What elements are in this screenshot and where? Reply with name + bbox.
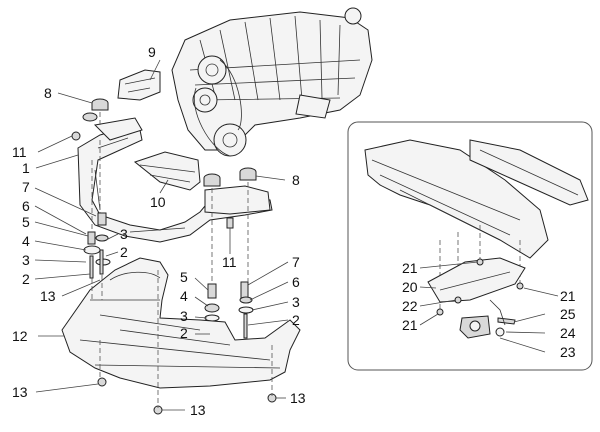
- label-6: 6: [292, 274, 300, 290]
- label-12: 12: [12, 328, 28, 344]
- label-3: 3: [120, 226, 128, 242]
- inset-label-20: 20: [402, 279, 418, 295]
- inset-label-24: 24: [560, 325, 576, 341]
- label-3: 3: [180, 308, 188, 324]
- label-13: 13: [190, 402, 206, 418]
- left-fastener-stack: [83, 212, 111, 279]
- label-3: 3: [22, 252, 30, 268]
- engine-illustration: [171, 7, 373, 157]
- part-8-mount-right: [203, 167, 257, 187]
- label-4: 4: [22, 233, 30, 249]
- part-11-small-bolts: [71, 131, 234, 229]
- label-10: 10: [150, 194, 166, 210]
- label-7: 7: [22, 179, 30, 195]
- label-8: 8: [292, 172, 300, 188]
- label-2: 2: [292, 312, 300, 328]
- inset-label-22: 22: [402, 298, 418, 314]
- part-9-bracket: [117, 69, 161, 101]
- part-8-mount-left: [82, 98, 109, 122]
- leader-lines: [34, 59, 559, 411]
- inset-label-21: 21: [402, 317, 418, 333]
- label-5: 5: [180, 269, 188, 285]
- label-11: 11: [12, 144, 27, 160]
- inset-label-23: 23: [560, 344, 576, 360]
- label-9: 9: [148, 44, 156, 60]
- label-13: 13: [40, 288, 56, 304]
- label-2: 2: [22, 271, 30, 287]
- label-6: 6: [22, 198, 30, 214]
- part-labels: 9 8 11 1 7 6 5 4 3 2 13 3 2 10 8 11 5 4 …: [12, 44, 576, 418]
- label-5: 5: [22, 214, 30, 230]
- label-2: 2: [120, 244, 128, 260]
- label-13: 13: [290, 390, 306, 406]
- label-11: 11: [222, 254, 237, 270]
- assembly-dashed-lines: [91, 112, 273, 408]
- inset-label-21: 21: [560, 288, 576, 304]
- label-3: 3: [292, 294, 300, 310]
- inset-label-21: 21: [402, 260, 418, 276]
- label-2: 2: [180, 325, 188, 341]
- part-1-crossmember: [77, 117, 273, 243]
- label-1: 1: [22, 160, 30, 176]
- label-8: 8: [44, 85, 52, 101]
- label-7: 7: [292, 254, 300, 270]
- label-13: 13: [12, 384, 28, 400]
- label-4: 4: [180, 288, 188, 304]
- part-12-undertray: [61, 257, 301, 415]
- inset-label-25: 25: [560, 306, 576, 322]
- inset-detail-box: [347, 121, 593, 371]
- part-10-heat-shield: [133, 151, 201, 191]
